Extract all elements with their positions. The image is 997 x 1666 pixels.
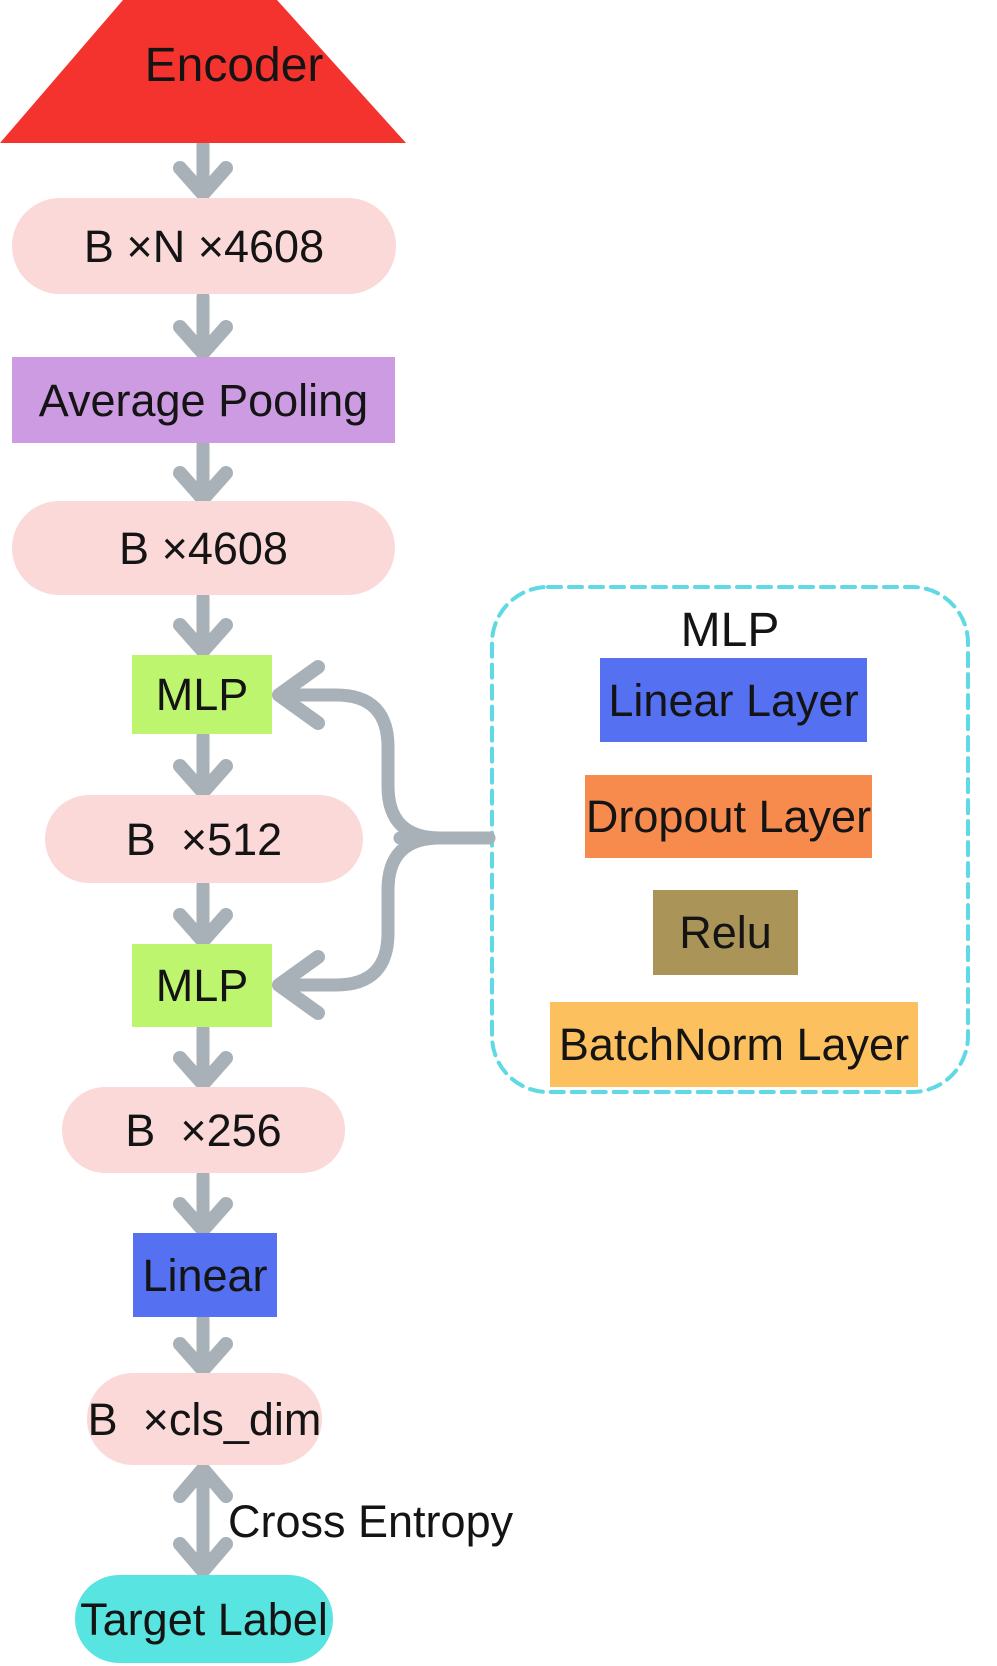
batchnorm-layer-node: BatchNorm Layer bbox=[550, 1002, 918, 1087]
mlp-block-label: MLP bbox=[155, 669, 249, 720]
batchnorm-layer-label: BatchNorm Layer bbox=[558, 1019, 910, 1070]
linear-layer-node: Linear Layer bbox=[600, 658, 867, 742]
tensor-pill-label: B ×N ×4608 bbox=[83, 220, 325, 272]
linear-block: Linear bbox=[133, 1233, 277, 1317]
mlp-arrow-lower-head bbox=[272, 950, 325, 1020]
tensor-pill-label: B ×512 bbox=[125, 813, 283, 865]
mlp-arrow-upper-curve bbox=[277, 688, 447, 845]
mlp-arrow-lower-curve bbox=[277, 831, 447, 992]
arrow-down-tensor-to-mlp2 bbox=[173, 878, 233, 948]
mlp-block-2: MLP bbox=[132, 944, 272, 1027]
tensor-pill-b-512: B ×512 bbox=[45, 795, 363, 883]
arrow-down-tensor-to-pooling bbox=[173, 290, 233, 360]
average-pooling-label: Average Pooling bbox=[38, 374, 369, 426]
mlp-arrow-upper-head bbox=[272, 660, 325, 730]
arrow-down-linear-to-tensor bbox=[173, 1312, 233, 1377]
arrow-down-tensor-to-linear bbox=[173, 1168, 233, 1237]
arrow-down-pooling-to-tensor bbox=[173, 438, 233, 506]
relu-node: Relu bbox=[653, 890, 798, 975]
arrow-down-tensor-to-mlp1 bbox=[173, 590, 233, 658]
relu-label: Relu bbox=[679, 907, 772, 958]
tensor-pill-b-256: B ×256 bbox=[62, 1087, 345, 1173]
arrow-down-mlp1-to-tensor bbox=[173, 729, 233, 799]
tensor-pill-label: B ×cls_dim bbox=[87, 1393, 322, 1445]
mlp-detail-title-text: MLP bbox=[680, 604, 780, 657]
average-pooling-node: Average Pooling bbox=[12, 357, 395, 443]
target-label-node: Target Label bbox=[75, 1575, 333, 1663]
linear-layer-label: Linear Layer bbox=[608, 674, 859, 726]
tensor-pill-b-cls-dim: B ×cls_dim bbox=[87, 1373, 322, 1465]
tensor-pill-b-n-4608: B ×N ×4608 bbox=[12, 198, 396, 294]
mlp-block-label: MLP bbox=[155, 960, 249, 1011]
tensor-pill-b-4608: B ×4608 bbox=[12, 501, 395, 595]
mlp-detail-title: MLP bbox=[492, 606, 968, 656]
target-label-text: Target Label bbox=[80, 1593, 328, 1645]
mlp-block-1: MLP bbox=[132, 655, 272, 734]
arrow-down-mlp2-to-tensor bbox=[173, 1022, 233, 1091]
arrow-down-encoder-to-tensor bbox=[173, 137, 233, 201]
double-arrow-cross-entropy bbox=[173, 1462, 233, 1578]
brace-connector bbox=[272, 660, 496, 1020]
tensor-pill-label: B ×4608 bbox=[119, 522, 288, 574]
encoder-label: Encoder bbox=[144, 39, 324, 92]
linear-block-label: Linear bbox=[142, 1249, 268, 1301]
tensor-pill-label: B ×256 bbox=[125, 1104, 282, 1156]
dropout-layer-label: Dropout Layer bbox=[585, 791, 872, 842]
cross-entropy-label: Cross Entropy bbox=[228, 1496, 514, 1547]
dropout-layer-node: Dropout Layer bbox=[585, 775, 872, 858]
